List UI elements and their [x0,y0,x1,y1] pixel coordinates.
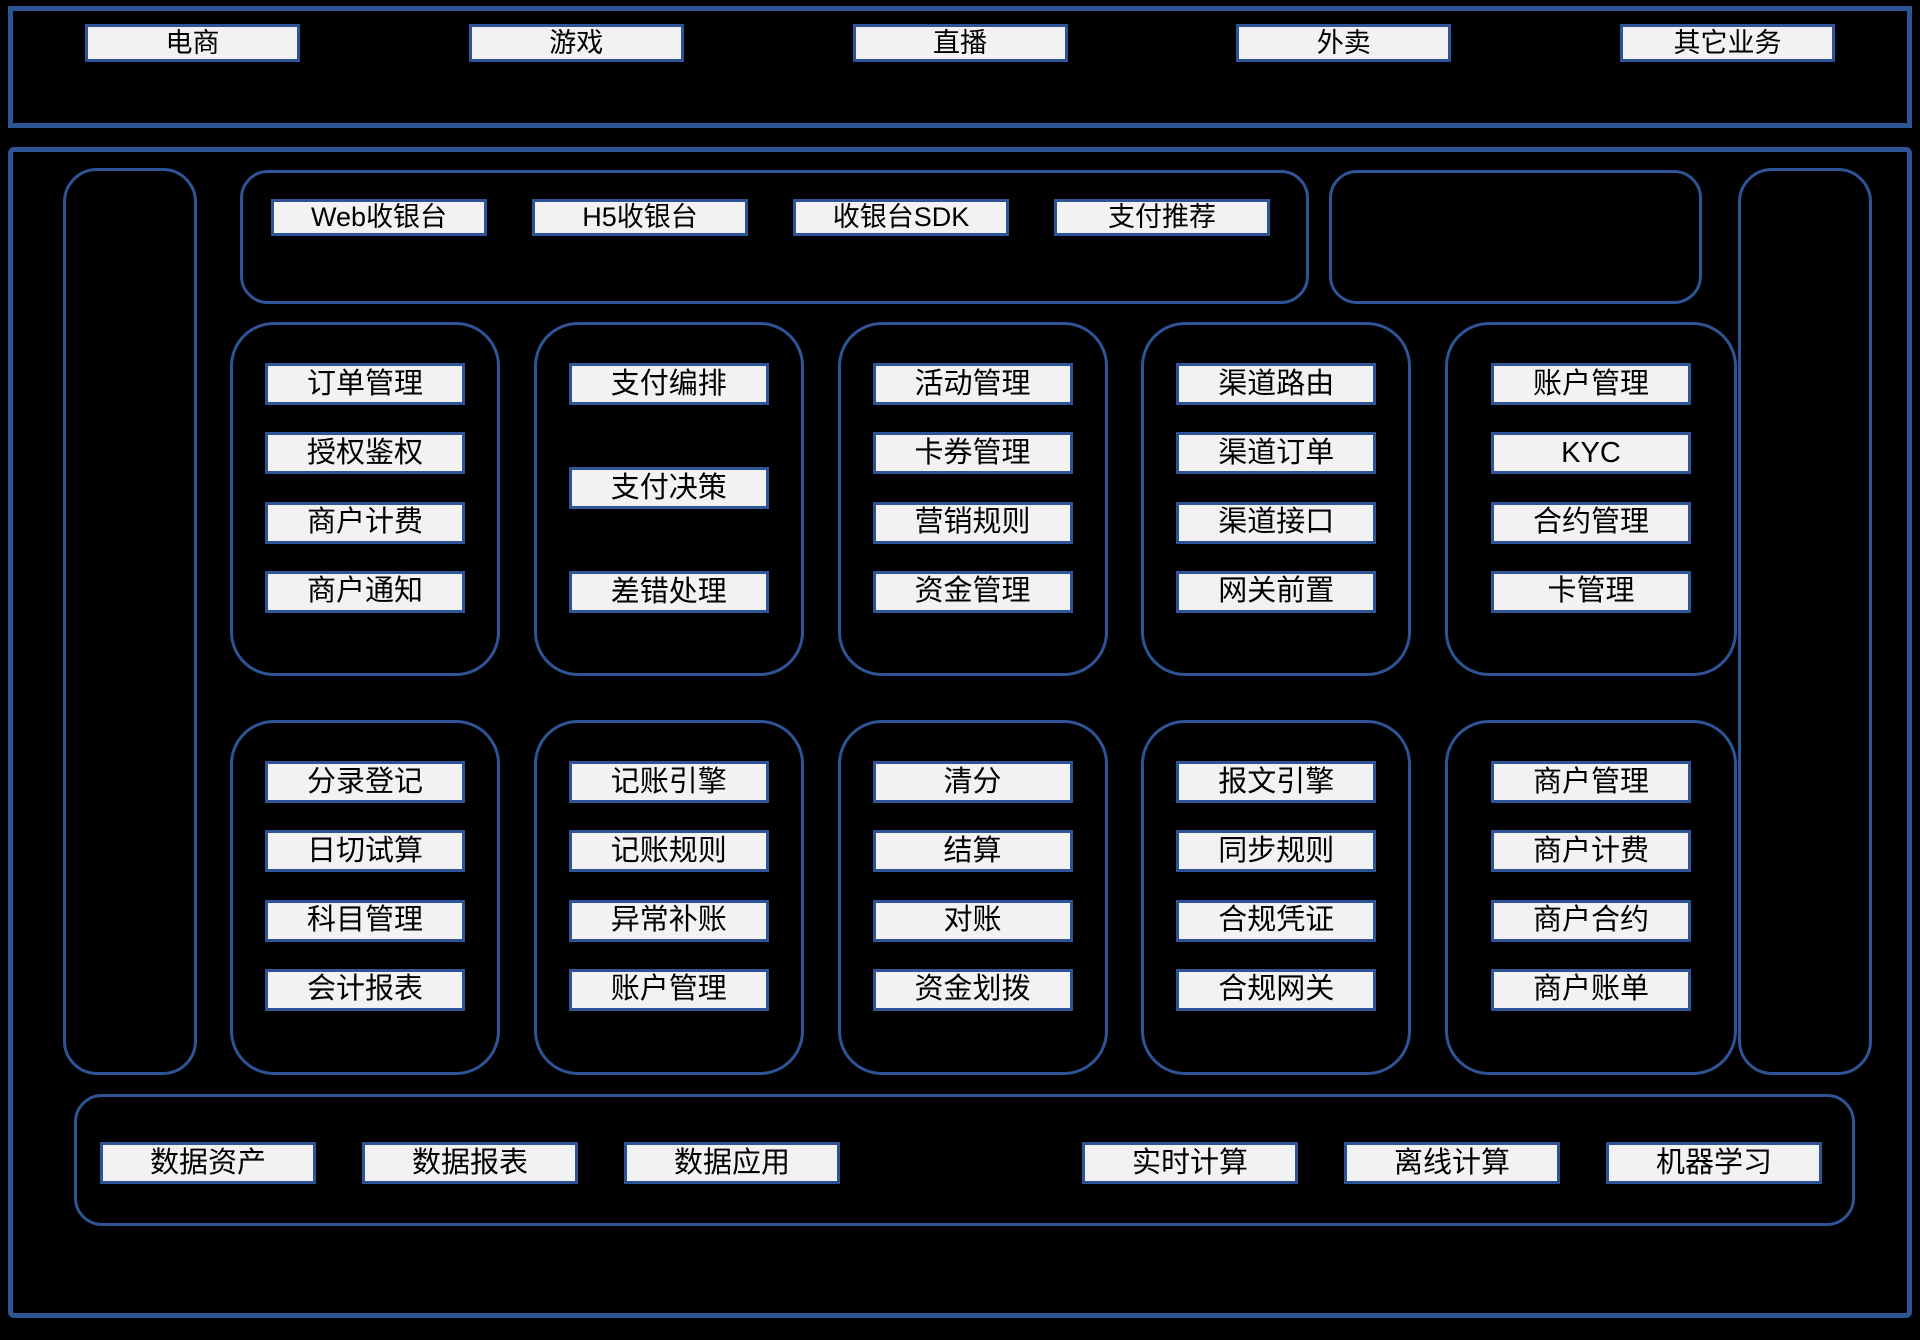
service-box: 异常补账 [568,899,769,942]
service-box: 渠道路由 [1176,363,1377,405]
service-box: 清分 [872,761,1073,803]
business-box: 电商 [85,24,300,62]
service-box: 日切试算 [265,830,465,873]
service-box: 渠道订单 [1176,432,1377,475]
service-box: 支付决策 [568,467,769,509]
data-box: 机器学习 [1606,1142,1822,1184]
service-group-channel: 渠道路由 渠道订单 渠道接口 网关前置 [1141,322,1412,676]
business-box: 直播 [852,24,1068,62]
access-box: Web收银台 [271,199,487,236]
service-box: 商户合约 [1491,899,1691,942]
service-box: 同步规则 [1176,830,1377,873]
access-layer-extra [1329,170,1702,304]
service-group-marketing: 活动管理 卡券管理 营销规则 资金管理 [837,322,1108,676]
service-row-1: 订单管理 授权鉴权 商户计费 商户通知 支付编排 支付决策 差错处理 活动管理 … [230,322,1737,676]
data-box: 离线计算 [1344,1142,1560,1184]
service-box: KYC [1491,432,1691,475]
service-group-settlement: 清分 结算 对账 资金划拨 [837,720,1108,1075]
service-box: 账户管理 [568,968,769,1011]
data-layer-right-group: 实时计算 离线计算 机器学习 [1082,1142,1822,1223]
service-group-compliance: 报文引擎 同步规则 合规凭证 合规网关 [1141,720,1412,1075]
service-box: 记账规则 [568,830,769,873]
service-box: 授权鉴权 [265,432,465,475]
service-box: 合规网关 [1176,968,1377,1011]
left-rail [63,168,197,1075]
service-box: 商户通知 [265,570,465,613]
service-box: 账户管理 [1491,363,1691,405]
data-box: 实时计算 [1082,1142,1298,1184]
access-box: 支付推荐 [1054,199,1270,236]
platform-container: Web收银台 H5收银台 收银台SDK 支付推荐 订单管理 授权鉴权 商户计费 … [8,147,1912,1318]
business-box: 外卖 [1236,24,1452,62]
service-box: 资金管理 [872,570,1073,613]
service-box: 商户管理 [1491,761,1691,803]
service-box: 差错处理 [568,571,769,613]
business-box: 游戏 [468,24,684,62]
data-box: 数据应用 [624,1142,840,1184]
service-box: 报文引擎 [1176,761,1377,803]
access-box: 收银台SDK [793,199,1009,236]
service-box: 会计报表 [265,968,465,1011]
service-box: 卡券管理 [872,432,1073,475]
service-group-ledger: 分录登记 日切试算 科目管理 会计报表 [230,720,500,1075]
service-box: 商户计费 [1491,830,1691,873]
service-box: 记账引擎 [568,761,769,803]
service-group-merchant: 商户管理 商户计费 商户合约 商户账单 [1445,720,1737,1075]
service-box: 卡管理 [1491,570,1691,613]
service-row-2: 分录登记 日切试算 科目管理 会计报表 记账引擎 记账规则 异常补账 账户管理 … [230,720,1737,1075]
service-box: 对账 [872,899,1073,942]
service-box: 活动管理 [872,363,1073,405]
service-box: 合约管理 [1491,501,1691,544]
data-box: 数据资产 [100,1142,316,1184]
service-group-order: 订单管理 授权鉴权 商户计费 商户通知 [230,322,500,676]
service-group-account: 账户管理 KYC 合约管理 卡管理 [1445,322,1737,676]
data-layer-left-group: 数据资产 数据报表 数据应用 [100,1142,840,1223]
service-box: 商户账单 [1491,968,1691,1011]
right-rail [1738,168,1872,1075]
business-box: 其它业务 [1620,24,1835,62]
service-box: 支付编排 [568,363,769,405]
business-layer: 电商 游戏 直播 外卖 其它业务 [8,6,1912,128]
service-box: 营销规则 [872,501,1073,544]
service-group-accounting: 记账引擎 记账规则 异常补账 账户管理 [533,720,804,1075]
service-box: 渠道接口 [1176,501,1377,544]
service-box: 订单管理 [265,363,465,405]
access-box: H5收银台 [532,199,748,236]
service-box: 网关前置 [1176,570,1377,613]
service-box: 合规凭证 [1176,899,1377,942]
access-layer: Web收银台 H5收银台 收银台SDK 支付推荐 [240,170,1309,304]
service-box: 分录登记 [265,761,465,803]
service-box: 资金划拨 [872,968,1073,1011]
service-group-payment: 支付编排 支付决策 差错处理 [533,322,804,676]
data-layer: 数据资产 数据报表 数据应用 实时计算 离线计算 机器学习 [74,1094,1855,1226]
service-box: 结算 [872,830,1073,873]
service-box: 科目管理 [265,899,465,942]
data-box: 数据报表 [362,1142,578,1184]
service-box: 商户计费 [265,501,465,544]
